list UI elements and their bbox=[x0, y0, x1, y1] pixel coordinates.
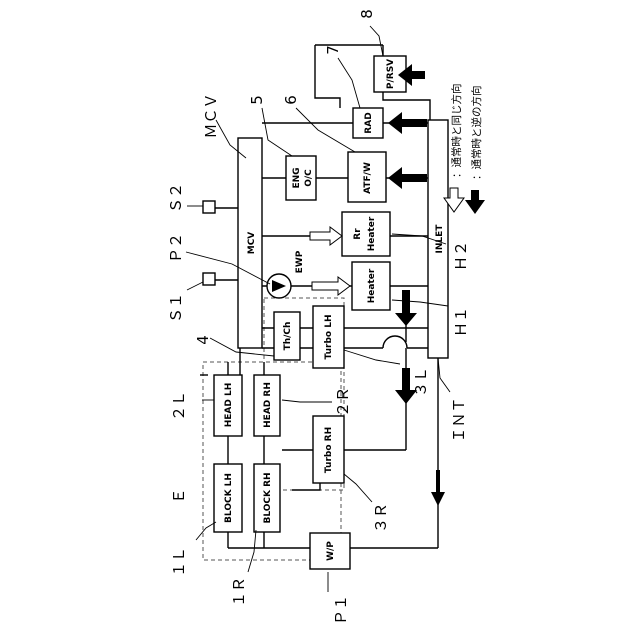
ref-2r: ２Ｒ bbox=[334, 387, 352, 417]
ref-e: Ｅ bbox=[170, 488, 188, 503]
crossover-hop bbox=[383, 336, 407, 348]
ref-6: 6 bbox=[282, 95, 300, 105]
head-lh-label: HEAD LH bbox=[224, 383, 234, 428]
leader-6 bbox=[296, 108, 355, 152]
mcv-label: MCV bbox=[247, 232, 257, 255]
ref-4: 4 bbox=[194, 335, 212, 345]
rr-heater-label-1: Rr bbox=[353, 228, 363, 240]
hollow-arrow-rr-heater bbox=[310, 227, 342, 245]
ref-s2: Ｓ２ bbox=[167, 183, 185, 213]
ref-2l: ２Ｌ bbox=[170, 391, 188, 421]
solid-arrow-rad bbox=[388, 112, 427, 134]
ref-h2: Ｈ２ bbox=[452, 241, 470, 271]
w-p-label: W/P bbox=[326, 541, 336, 561]
solid-arrow-inlet-down bbox=[431, 470, 445, 506]
leader-s1 bbox=[187, 282, 203, 290]
ref-s1: Ｓ１ bbox=[167, 293, 185, 323]
leader-1r bbox=[248, 530, 256, 572]
block-lh-label: BLOCK LH bbox=[224, 473, 234, 523]
ref-8: 8 bbox=[358, 9, 376, 19]
ref-5: 5 bbox=[248, 95, 266, 105]
solid-arrow-atfw bbox=[388, 167, 427, 189]
solid-arrow-heater-down bbox=[395, 290, 417, 326]
sensor-s1 bbox=[203, 273, 215, 285]
leader-5 bbox=[262, 108, 292, 156]
ref-7: 7 bbox=[324, 45, 342, 55]
hollow-arrow-heater bbox=[312, 277, 350, 295]
rr-heater-label-2: Heater bbox=[367, 216, 377, 251]
turbo-rh-label: Turbo RH bbox=[324, 427, 334, 473]
head-rh-label: HEAD RH bbox=[263, 382, 273, 428]
legend-solid-arrow-icon bbox=[465, 190, 485, 214]
leader-2r bbox=[282, 400, 332, 402]
ref-p2: Ｐ２ bbox=[167, 233, 185, 263]
ref-3l: ３Ｌ bbox=[412, 367, 430, 397]
legend-same-direction: ：通常時と同じ方向 bbox=[450, 84, 463, 179]
rr-heater-block bbox=[342, 212, 390, 256]
eng-oc-label-1: ENG bbox=[292, 167, 302, 188]
leader-3l bbox=[344, 350, 400, 364]
ref-1r: １Ｒ bbox=[230, 577, 248, 607]
ref-h1: Ｈ１ bbox=[452, 307, 470, 337]
eng-oc-label-2: O/C bbox=[304, 169, 314, 187]
sensor-s2 bbox=[203, 201, 215, 213]
prsv-return-line bbox=[383, 92, 430, 120]
ref-int: ＩＮＴ bbox=[450, 397, 468, 442]
ref-mcv: ＭＣＶ bbox=[202, 93, 220, 138]
ref-1l: １Ｌ bbox=[170, 547, 188, 577]
ewp-label: EWP bbox=[295, 250, 305, 273]
th-ch-label: Th/Ch bbox=[283, 322, 293, 351]
ref-p1: Ｐ１ bbox=[332, 595, 350, 625]
leader-7 bbox=[338, 58, 360, 108]
leader-3r bbox=[344, 474, 372, 502]
rad-label: RAD bbox=[364, 112, 374, 133]
inlet-label: INLET bbox=[435, 224, 445, 254]
heater-label: Heater bbox=[367, 268, 377, 303]
legend-reverse-direction: ：通常時と逆の方向 bbox=[470, 86, 483, 181]
leader-8 bbox=[370, 26, 383, 56]
turbo-lh-label: Turbo LH bbox=[324, 314, 334, 359]
leader-1l bbox=[196, 522, 216, 540]
turbo-rh-bottom bbox=[292, 483, 320, 490]
block-rh-label: BLOCK RH bbox=[263, 472, 273, 523]
ref-3r: ３Ｒ bbox=[372, 503, 390, 533]
leader-int bbox=[438, 358, 450, 392]
p-rsv-label: P/RSV bbox=[386, 59, 396, 89]
atf-w-label: ATF/W bbox=[363, 162, 373, 194]
